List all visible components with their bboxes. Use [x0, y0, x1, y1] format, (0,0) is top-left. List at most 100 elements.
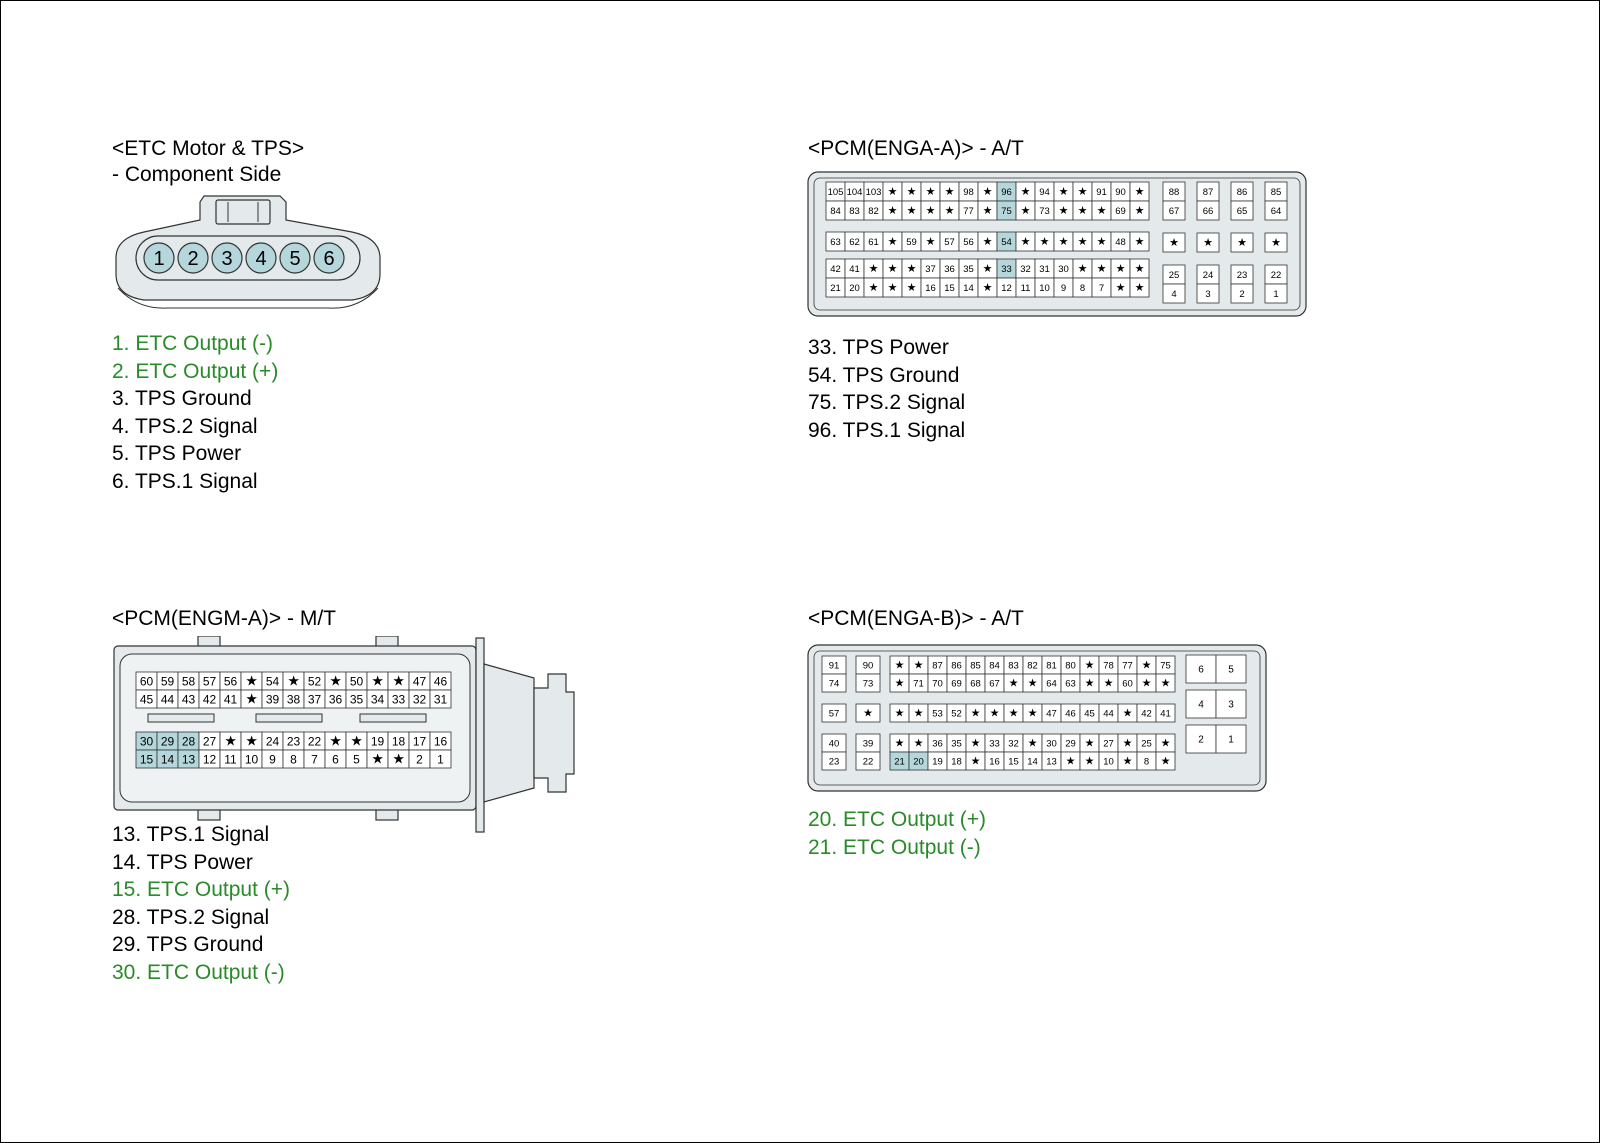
svg-text:31: 31 — [1039, 264, 1050, 275]
svg-text:★: ★ — [1028, 677, 1038, 689]
enga-b-pin-29: 29 — [1060, 733, 1081, 753]
svg-text:5: 5 — [353, 752, 360, 766]
enga-b-pin-70: 70 — [927, 673, 948, 693]
enga-a-pin-unused: ★ — [1264, 232, 1288, 253]
svg-text:45: 45 — [1084, 708, 1095, 719]
svg-text:★: ★ — [1104, 677, 1114, 689]
enga-b-pin-53: 53 — [927, 703, 948, 723]
svg-text:41: 41 — [224, 692, 238, 706]
svg-text:★: ★ — [1116, 282, 1126, 294]
enga-a-pin-82: 82 — [863, 200, 884, 221]
enga-b-pin-23: 23 — [821, 751, 847, 771]
svg-text:★: ★ — [888, 205, 898, 217]
engm-a-pin-unused: ★ — [240, 689, 263, 709]
enga-a-pin-unused: ★ — [1053, 181, 1074, 202]
svg-text:20: 20 — [849, 283, 860, 294]
svg-text:2: 2 — [416, 752, 423, 766]
enga-b-pin-5: 5 — [1215, 654, 1247, 684]
enga-b-pin-unused: ★ — [855, 703, 881, 723]
engm-a-pin-52: 52 — [303, 671, 326, 691]
engm-a-pin-39: 39 — [261, 689, 284, 709]
engm-a-pin-13: 13 — [177, 749, 200, 769]
svg-text:85: 85 — [970, 660, 981, 671]
enga-b-pin-57: 57 — [821, 703, 847, 723]
enga-b-pin-74: 74 — [821, 673, 847, 693]
engm-a-pin-45: 45 — [135, 689, 158, 709]
svg-text:7: 7 — [311, 752, 318, 766]
svg-text:67: 67 — [989, 678, 1000, 689]
svg-text:42: 42 — [1141, 708, 1152, 719]
etc-pin-5: 5 — [279, 242, 311, 274]
svg-text:★: ★ — [1085, 737, 1095, 749]
svg-text:1: 1 — [153, 248, 164, 270]
svg-text:37: 37 — [308, 692, 322, 706]
svg-text:12: 12 — [203, 752, 217, 766]
svg-text:64: 64 — [1271, 206, 1282, 217]
engm-a-pin-23: 23 — [282, 731, 305, 751]
svg-text:★: ★ — [990, 707, 1000, 719]
svg-text:★: ★ — [983, 236, 993, 248]
enga-a-pin-unused: ★ — [1196, 232, 1220, 253]
enga-b-pin-71: 71 — [908, 673, 929, 693]
enga-a-pin-unused: ★ — [977, 277, 998, 298]
svg-text:40: 40 — [829, 738, 840, 749]
svg-text:★: ★ — [1123, 737, 1133, 749]
enga-b-pin-8: 8 — [1136, 751, 1157, 771]
svg-text:★: ★ — [1161, 737, 1171, 749]
enga-b-pin-unused: ★ — [1022, 733, 1043, 753]
enga-a-pin-unused: ★ — [1091, 200, 1112, 221]
enga-b-pin-unused: ★ — [965, 751, 986, 771]
svg-text:61: 61 — [868, 237, 879, 248]
enga-a-pin-12: 12 — [996, 277, 1017, 298]
svg-text:★: ★ — [907, 282, 917, 294]
enga-a-pin-unused: ★ — [977, 258, 998, 279]
enga-a-pin-22: 22 — [1264, 264, 1288, 285]
svg-text:★: ★ — [1085, 677, 1095, 689]
enga-a-pin-83: 83 — [844, 200, 865, 221]
svg-text:★: ★ — [1135, 186, 1145, 198]
svg-text:★: ★ — [888, 263, 898, 275]
svg-text:37: 37 — [925, 264, 936, 275]
svg-text:★: ★ — [1021, 205, 1031, 217]
svg-text:39: 39 — [266, 692, 280, 706]
enga-a-pin-unused: ★ — [1129, 200, 1150, 221]
enga-a-pin-11: 11 — [1015, 277, 1036, 298]
svg-text:1: 1 — [1273, 289, 1278, 300]
enga-a-pin-54: 54 — [996, 231, 1017, 252]
engm-a-pin-34: 34 — [366, 689, 389, 709]
svg-text:★: ★ — [869, 282, 879, 294]
svg-text:★: ★ — [895, 707, 905, 719]
svg-text:★: ★ — [1085, 659, 1095, 671]
svg-text:80: 80 — [1065, 660, 1076, 671]
svg-text:★: ★ — [888, 236, 898, 248]
svg-text:13: 13 — [1046, 756, 1057, 767]
svg-text:9: 9 — [1061, 283, 1066, 294]
enga-b-pin-unused: ★ — [908, 655, 929, 675]
svg-text:★: ★ — [1078, 236, 1088, 248]
svg-text:★: ★ — [392, 673, 404, 688]
engm-a-pin-8: 8 — [282, 749, 305, 769]
enga-b-pin-44: 44 — [1098, 703, 1119, 723]
svg-text:★: ★ — [1097, 236, 1107, 248]
svg-text:46: 46 — [434, 674, 448, 688]
enga-b-pin-16: 16 — [984, 751, 1005, 771]
svg-text:★: ★ — [863, 707, 873, 719]
svg-text:83: 83 — [1008, 660, 1019, 671]
etc-legend-item: 6. TPS.1 Signal — [112, 469, 258, 493]
engm-a-pin-15: 15 — [135, 749, 158, 769]
svg-text:85: 85 — [1271, 187, 1282, 198]
svg-text:57: 57 — [203, 674, 217, 688]
svg-text:★: ★ — [983, 263, 993, 275]
enga-a-pin-unused: ★ — [1129, 231, 1150, 252]
svg-text:44: 44 — [161, 692, 175, 706]
svg-text:★: ★ — [945, 205, 955, 217]
svg-text:22: 22 — [863, 756, 874, 767]
engm-a-pin-30: 30 — [135, 731, 158, 751]
engm-a-pin-unused: ★ — [366, 749, 389, 769]
svg-text:★: ★ — [1135, 282, 1145, 294]
enga-b-pin-2: 2 — [1185, 724, 1217, 754]
svg-text:60: 60 — [140, 674, 154, 688]
engm-a-pin-7: 7 — [303, 749, 326, 769]
engm-a-pin-43: 43 — [177, 689, 200, 709]
svg-text:67: 67 — [1169, 206, 1180, 217]
